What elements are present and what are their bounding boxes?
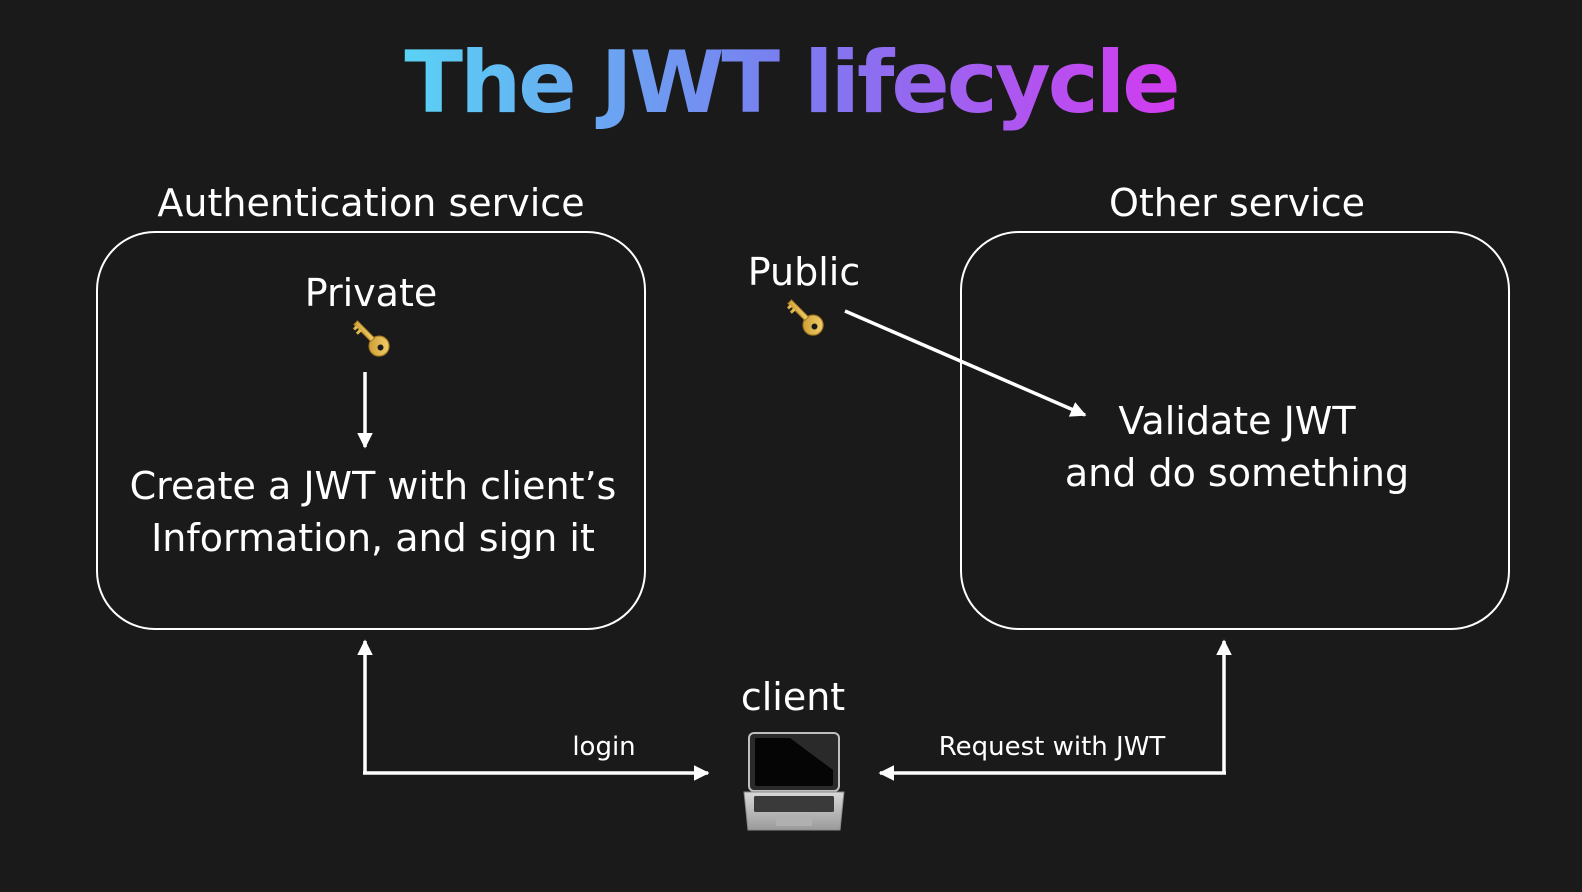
laptop-icon xyxy=(743,732,845,831)
validate-line1: Validate JWT xyxy=(1118,399,1356,443)
public-key-label: Public xyxy=(748,250,860,294)
page-title: The JWT lifecycle xyxy=(404,33,1177,133)
request-label: Request with JWT xyxy=(939,732,1166,762)
public-key-arrow xyxy=(844,309,1087,417)
key-icon xyxy=(352,320,390,357)
other-service-box xyxy=(960,231,1510,630)
login-label: login xyxy=(572,732,635,762)
key-icon xyxy=(786,299,824,336)
client-label: client xyxy=(741,675,845,719)
auth-service-box xyxy=(96,231,646,630)
create-jwt-line2: Information, and sign it xyxy=(151,516,595,560)
create-jwt-line1: Create a JWT with client’s xyxy=(130,464,617,508)
private-key-label: Private xyxy=(305,271,437,315)
other-service-heading: Other service xyxy=(1109,181,1365,225)
validate-line2: and do something xyxy=(1065,451,1409,495)
auth-service-heading: Authentication service xyxy=(157,181,584,225)
